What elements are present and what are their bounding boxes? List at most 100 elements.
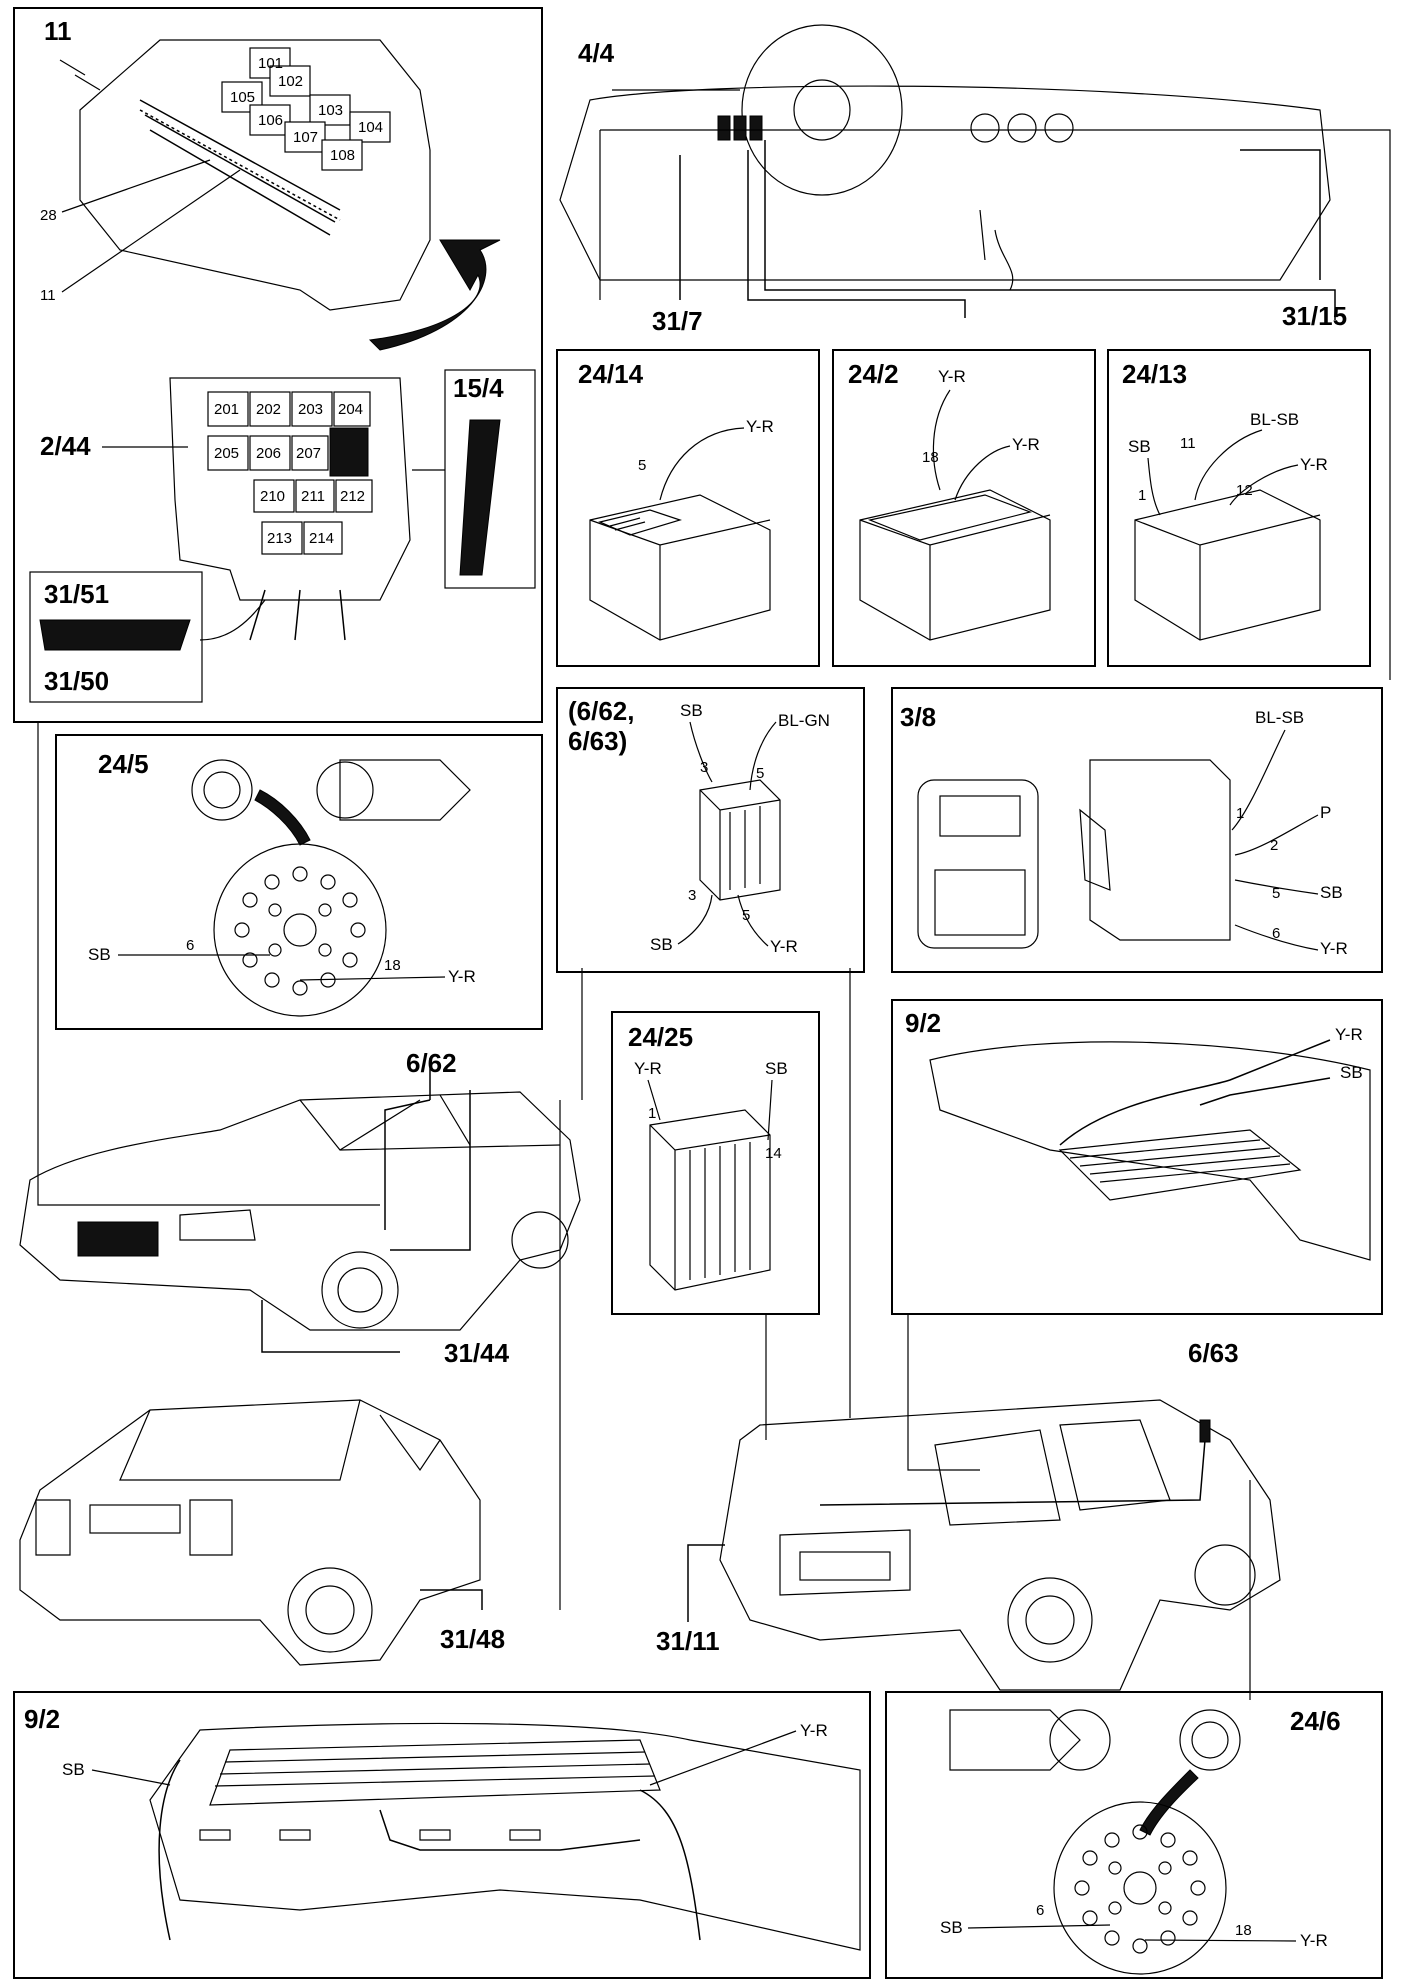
wire-sb: SB — [1128, 437, 1151, 456]
wire-sb-bot: SB — [650, 935, 673, 954]
wagon-rear-view: 6/63 31/11 — [656, 1338, 1281, 1691]
sedan-front-view: 6/62 31/44 — [19, 1048, 581, 1368]
label-24-5: 24/5 — [98, 749, 149, 779]
panel-connector-24-25: 24/25 Y-R SB 1 14 — [611, 1011, 820, 1315]
pin-11: 11 — [1180, 435, 1196, 452]
label-2-44: 2/44 — [40, 431, 91, 461]
pin-2: 2 — [1270, 837, 1278, 854]
panel-rear-window-upper: 9/2 Y-R SB — [891, 999, 1383, 1315]
wire-bl-sb: BL-SB — [1255, 708, 1304, 727]
wire-sb: SB — [88, 945, 111, 964]
wire-y-r-1: Y-R — [938, 367, 966, 386]
relay-211: 211 — [301, 488, 325, 505]
wire-y-r: Y-R — [800, 1721, 828, 1740]
wire-y-r: Y-R — [1300, 1931, 1328, 1950]
callout-28: 28 — [40, 207, 57, 224]
relay-205: 205 — [214, 445, 239, 462]
wire-sb: SB — [940, 1918, 963, 1937]
fuse-row — [139, 99, 341, 236]
panel-connector-24-13: 24/13 SB BL-SB Y-R 1 11 12 — [1107, 349, 1371, 667]
wire-y-r: Y-R — [1335, 1025, 1363, 1044]
label-15-4: 15/4 — [453, 373, 504, 403]
panel-central-electronic-box: 11 101 102 103 104 105 106 107 108 28 — [13, 7, 543, 723]
label-6-62-line2: 6/63) — [568, 726, 627, 756]
pin-18: 18 — [1235, 1922, 1252, 1939]
relay-104: 104 — [358, 119, 383, 136]
relay-101: 101 — [258, 55, 283, 72]
label-6-62-line1: (6/62, — [568, 696, 635, 726]
panel-connector-24-2: 24/2 Y-R 18 Y-R — [832, 349, 1096, 667]
relay-grid-200: 201 202 203 204 205 206 207 210 211 212 … — [207, 391, 373, 555]
panel-rear-window-lower: 9/2 SB Y-R — [13, 1691, 871, 1979]
relay-107: 107 — [293, 129, 318, 146]
panel-connector-24-14: 24/14 Y-R 5 — [556, 349, 820, 667]
relay-212: 212 — [340, 488, 365, 505]
wire-bl-sb: BL-SB — [1250, 410, 1299, 429]
pin-3-bot: 3 — [688, 887, 696, 904]
relay-210: 210 — [260, 488, 285, 505]
label-31-7: 31/7 — [652, 306, 703, 336]
wire-p: P — [1320, 803, 1331, 822]
sedan-rear-view: 31/48 — [19, 1399, 505, 1666]
pin-5-bot: 5 — [742, 907, 750, 924]
label-3-8: 3/8 — [900, 702, 936, 732]
relay-204: 204 — [338, 401, 363, 418]
label-31-11: 31/11 — [656, 1626, 720, 1656]
wire-sb-top: SB — [680, 701, 703, 720]
relay-108: 108 — [330, 147, 355, 164]
label-31-15: 31/15 — [1282, 301, 1347, 331]
connector-pins — [1074, 1824, 1206, 1954]
connector-pins — [234, 866, 366, 996]
callout-11: 11 — [40, 287, 56, 304]
panel-connector-24-5: 24/5 SB 6 18 Y-R — [55, 734, 543, 1030]
label-6-63: 6/63 — [1188, 1338, 1239, 1368]
wire-sb: SB — [1320, 883, 1343, 902]
label-6-62: 6/62 — [406, 1048, 457, 1078]
label-31-50: 31/50 — [44, 666, 109, 696]
label-24-2: 24/2 — [848, 359, 899, 389]
label-31-51: 31/51 — [44, 579, 109, 609]
pin-1: 1 — [1138, 487, 1146, 504]
wire-sb: SB — [62, 1760, 85, 1779]
wire-sb: SB — [1340, 1063, 1363, 1082]
wire-y-r-2: Y-R — [1012, 435, 1040, 454]
pin-5-top: 5 — [756, 765, 764, 782]
label-31-44: 31/44 — [444, 1338, 510, 1368]
pin-5: 5 — [638, 457, 646, 474]
relay-206: 206 — [256, 445, 281, 462]
relay-201: 201 — [214, 401, 239, 418]
wire-sb: SB — [765, 1059, 788, 1078]
label-24-25: 24/25 — [628, 1022, 693, 1052]
label-24-6: 24/6 — [1290, 1706, 1341, 1736]
relay-106: 106 — [258, 112, 283, 129]
wire-y-r: Y-R — [634, 1059, 662, 1078]
label-24-14: 24/14 — [578, 359, 644, 389]
panel-switch-3-8: 3/8 BL-SB P SB Y-R 1 2 5 6 — [891, 687, 1383, 973]
wire-bl-gn: BL-GN — [778, 711, 830, 730]
wire-y-r: Y-R — [1320, 939, 1348, 958]
label-4-4: 4/4 — [578, 38, 615, 68]
relay-202: 202 — [256, 401, 281, 418]
relay-203: 203 — [298, 401, 323, 418]
wire-y-r: Y-R — [746, 417, 774, 436]
routing-lines — [37, 722, 1251, 1700]
pin-1: 1 — [648, 1105, 656, 1122]
pin-1: 1 — [1236, 805, 1244, 822]
label-24-13: 24/13 — [1122, 359, 1187, 389]
pin-14: 14 — [765, 1145, 782, 1162]
label-11: 11 — [44, 16, 72, 46]
panel-connector-6-62-6-63: (6/62, 6/63) SB BL-GN 3 5 3 5 SB Y-R — [556, 687, 865, 973]
pin-18: 18 — [384, 957, 401, 974]
pin-18: 18 — [922, 449, 939, 466]
relay-213: 213 — [267, 530, 292, 547]
pin-6: 6 — [186, 937, 194, 954]
wire-y-r: Y-R — [770, 937, 798, 956]
relay-207: 207 — [296, 445, 321, 462]
panel-connector-24-6: 24/6 SB 6 18 Y-R — [885, 1691, 1383, 1979]
relay-103: 103 — [318, 102, 343, 119]
pin-6: 6 — [1036, 1902, 1044, 1919]
label-9-2-upper: 9/2 — [905, 1008, 941, 1038]
label-9-2-lower: 9/2 — [24, 1704, 60, 1734]
relay-grid-100: 101 102 103 104 105 106 107 108 — [221, 47, 391, 171]
